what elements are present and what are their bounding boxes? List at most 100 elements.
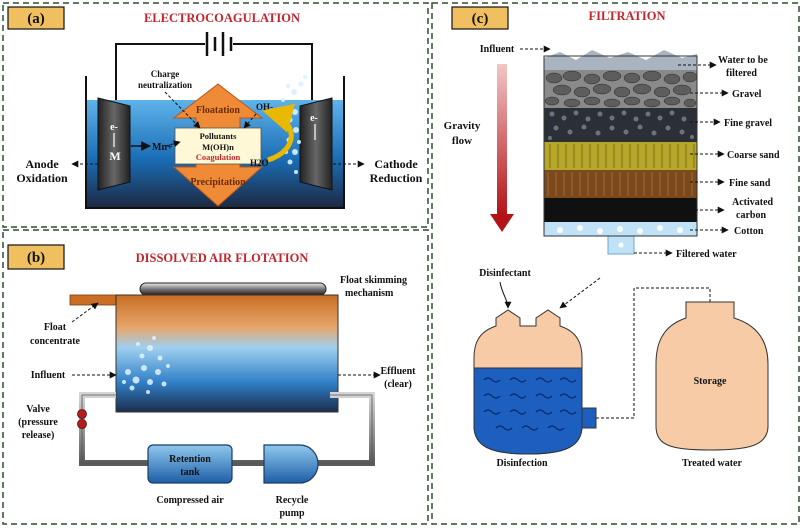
recycle-label-2: pump <box>279 508 304 519</box>
water-to-hydroxide-arrow <box>262 103 296 163</box>
effluent-label-1: Effluent <box>381 366 417 377</box>
water-surface <box>544 50 697 72</box>
panel-a-tag: (a) <box>27 11 45 27</box>
pollutant-box <box>174 127 262 165</box>
cathode-label-1: Cathode <box>374 157 418 171</box>
panel-c-border <box>431 2 800 525</box>
ion-to-box-arrow <box>165 140 181 148</box>
anode-label-2: Oxidation <box>16 171 68 185</box>
water-label-1: Water to be <box>718 55 768 66</box>
air-bubbles <box>122 336 170 394</box>
recycle-pipe-outline <box>81 394 373 464</box>
anode-label-1: Anode <box>25 157 59 171</box>
retention-label-1: Retention <box>169 454 211 465</box>
filter-column <box>543 50 698 255</box>
cathode-label-2: Reduction <box>370 171 423 185</box>
treated-water-label: Treated water <box>682 458 742 469</box>
water-label: H2O <box>250 158 269 168</box>
float-label-2: concentrate <box>30 336 81 347</box>
disinfection-water <box>473 367 583 455</box>
hydroxide-arrow <box>243 113 257 129</box>
floatation-label: Floatation <box>196 105 240 116</box>
storage-tank <box>655 301 769 451</box>
recycle-pump <box>263 444 319 484</box>
skim-label-2: mechanism <box>345 288 394 299</box>
panel-c-tag-box <box>451 6 509 30</box>
layer-label-coarse-sand: Coarse sand <box>727 150 780 161</box>
layer-label-fine-gravel: Fine gravel <box>724 118 772 129</box>
coarse-sand-layer <box>544 142 697 170</box>
charge-label-1: Charge <box>151 69 180 79</box>
pollutants-label: Pollutants <box>200 131 238 141</box>
panel-a-border <box>2 2 429 228</box>
carbon-label-2: carbon <box>736 210 766 221</box>
fine-sand-texture <box>547 172 693 196</box>
disinfectant-arrow <box>499 281 512 309</box>
layer-label-fine-sand: Fine sand <box>729 178 771 189</box>
compressed-air-label: Compressed air <box>156 495 224 506</box>
disinfection-to-storage-arrow <box>596 287 714 419</box>
filter-to-disinfection-arrow <box>559 277 601 309</box>
panel-b-tag-box <box>7 244 65 270</box>
water-label-2: filtered <box>726 68 757 79</box>
retention-tank <box>147 444 233 484</box>
disinfection-outlet <box>581 407 597 429</box>
water-waves <box>483 377 577 431</box>
float-label-1: Float <box>44 322 67 333</box>
metal-ion-label: Mn+ <box>152 142 173 153</box>
float-arrow <box>71 302 99 323</box>
panel-a-tag-box <box>7 6 65 30</box>
gravity-label-1: Gravity <box>444 120 481 132</box>
moh-label: M(OH)n <box>202 142 234 152</box>
valve-label-2: (pressure <box>18 417 58 428</box>
gravel-stones <box>544 70 698 108</box>
recycle-label-1: Recycle <box>276 495 309 506</box>
disinfection-label: Disinfection <box>496 458 548 469</box>
panel-b: (b) DISSOLVED AIR FLOTATION Float skimmi… <box>7 244 417 519</box>
panel-a: (a) ELECTROCOAGULATION e- M e- Floatatio… <box>7 6 423 209</box>
disinfectant-label: Disinfectant <box>479 268 531 279</box>
valve-ball <box>77 419 87 429</box>
influent-label-c: Influent <box>480 44 515 55</box>
charge-arrow <box>164 91 201 129</box>
panel-b-border <box>2 229 429 525</box>
panel-b-tag: (b) <box>27 250 45 266</box>
coarse-sand-texture <box>549 144 695 168</box>
disinfection-tank <box>473 309 597 455</box>
flotation-tank <box>115 294 339 413</box>
cathode-electron-label: e- <box>310 113 318 124</box>
beaker <box>85 76 345 209</box>
skim-label-1: Float skimming <box>340 275 407 286</box>
carbon-label-1: Activated <box>732 197 774 208</box>
filter-outline <box>543 55 698 237</box>
metal-label: M <box>109 149 120 163</box>
valve-ball <box>77 409 87 419</box>
cotton-label: Cotton <box>734 226 764 237</box>
charge-label-2: neutralization <box>138 80 192 90</box>
filtered-water-label: Filtered water <box>676 249 737 260</box>
panel-c: (c) FILTRATION Influent Gravity flow <box>444 6 780 469</box>
cathode-electrode <box>299 97 333 191</box>
anode-electron-label: e- <box>110 122 118 133</box>
storage-label: Storage <box>694 376 727 387</box>
fine-gravel-grains <box>548 110 694 140</box>
effluent-label-2: (clear) <box>384 379 412 390</box>
float-skimmer <box>139 282 327 296</box>
retention-label-2: tank <box>180 467 200 478</box>
float-trough <box>69 294 121 306</box>
circuit-wire <box>115 43 313 100</box>
coagulation-label: Coagulation <box>196 152 241 162</box>
layer-label-gravel: Gravel <box>732 89 762 100</box>
panel-c-tag: (c) <box>472 11 489 27</box>
cotton-texture <box>557 225 683 248</box>
gravity-arrow-head <box>490 214 514 232</box>
panel-a-title: ELECTROCOAGULATION <box>144 11 300 25</box>
panel-c-title: FILTRATION <box>588 9 665 23</box>
influent-label-b: Influent <box>31 370 66 381</box>
precipitation-label: Precipitation <box>190 177 246 188</box>
panel-b-title: DISSOLVED AIR FLOTATION <box>136 251 309 265</box>
gravity-label-2: flow <box>452 135 472 147</box>
valve-label-3: release) <box>22 430 55 441</box>
carbon-layer <box>544 198 697 222</box>
